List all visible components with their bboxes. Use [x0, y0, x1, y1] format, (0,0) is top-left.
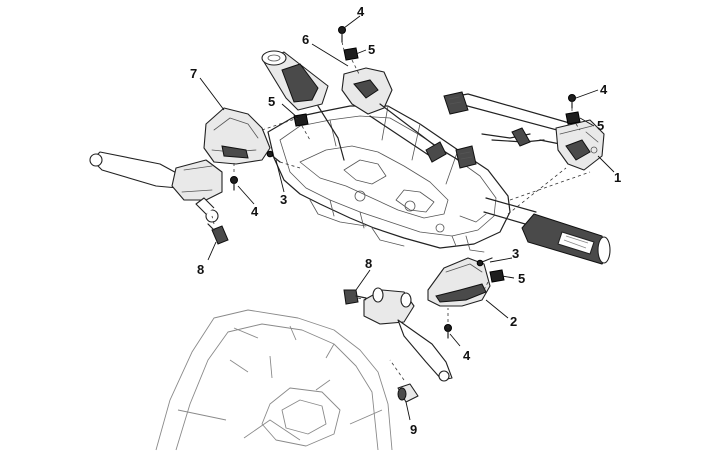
stop-switch-icon	[207, 223, 229, 245]
callout-5: 5	[597, 118, 604, 133]
left-grip	[261, 50, 345, 161]
left-lever	[89, 151, 223, 223]
stop-switch-icon	[343, 289, 367, 305]
right-lever-cover	[427, 257, 491, 307]
front-shield-ghost	[155, 309, 393, 451]
screw-icon	[230, 176, 238, 191]
callout-5: 5	[268, 94, 275, 109]
callout-4: 4	[251, 204, 259, 219]
handlebar-tube	[483, 197, 537, 227]
screw-icon	[338, 26, 346, 43]
callout-5: 5	[368, 42, 375, 57]
left-lever-cover	[203, 107, 271, 165]
callout-4: 4	[600, 82, 608, 97]
left-switch-assembly	[341, 67, 477, 169]
callout-7: 7	[190, 66, 197, 81]
callout-6: 6	[302, 32, 309, 47]
clip-nut-icon	[489, 269, 505, 283]
callout-8: 8	[197, 262, 204, 277]
callout-8: 8	[365, 256, 372, 271]
callouts: 1 2 3 3 4 4 4 4 5 5 5 5 6 7 8 8 9	[190, 4, 621, 437]
screw-icon	[476, 257, 493, 267]
assembly-lines	[211, 41, 591, 381]
callout-5: 5	[518, 271, 525, 286]
screw-icon	[568, 94, 576, 109]
callout-3: 3	[512, 246, 519, 261]
callout-9: 9	[410, 422, 417, 437]
screw-icon	[266, 150, 281, 163]
handlebar-frame	[267, 105, 511, 253]
callout-1: 1	[614, 170, 621, 185]
right-grip	[521, 213, 611, 265]
horn-button-icon	[397, 383, 419, 403]
callout-2: 2	[510, 314, 517, 329]
clip-nut-icon	[343, 47, 359, 61]
callout-3: 3	[280, 192, 287, 207]
right-lever	[363, 287, 453, 382]
leader-lines	[199, 15, 615, 421]
clip-nut-icon	[565, 111, 581, 125]
right-switch-assembly	[443, 91, 605, 171]
callout-4: 4	[463, 348, 471, 363]
callout-4: 4	[357, 4, 365, 19]
